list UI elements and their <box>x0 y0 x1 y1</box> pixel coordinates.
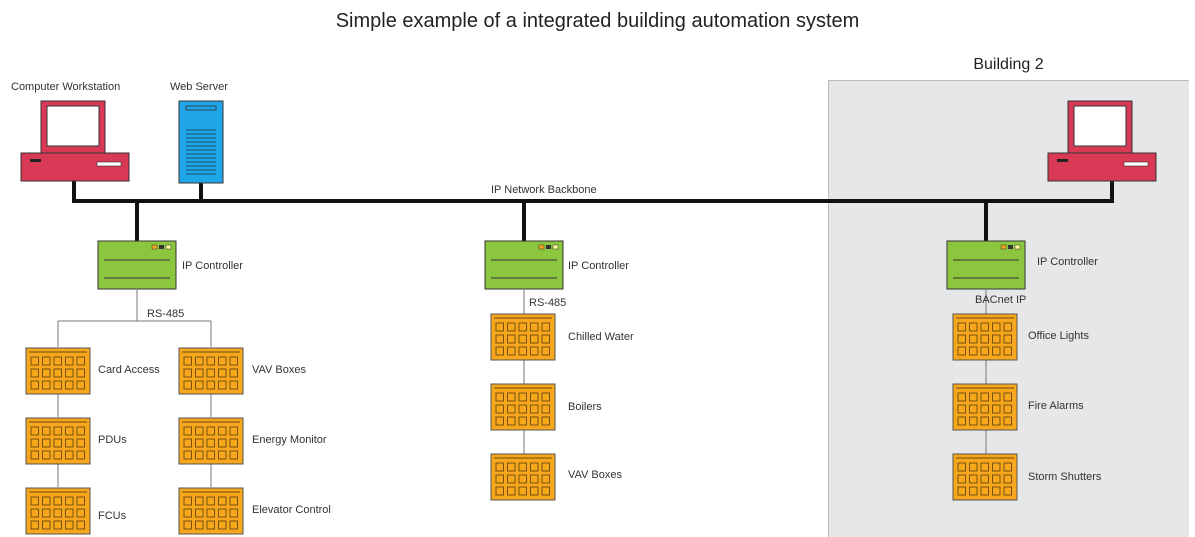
device-label-vav-boxes-1: VAV Boxes <box>252 364 307 376</box>
device-label-office-lights: Office Lights <box>1028 330 1089 342</box>
device-elevator-control-icon[interactable] <box>178 487 244 535</box>
device-label-pdus: PDUs <box>98 434 127 446</box>
device-label-card-access: Card Access <box>98 364 160 376</box>
device-label-fcus: FCUs <box>98 510 127 522</box>
web-server-icon[interactable] <box>178 100 224 184</box>
device-chilled-water-icon[interactable] <box>490 313 556 361</box>
backbone-label: IP Network Backbone <box>491 184 597 196</box>
building-2-title: Building 2 <box>973 56 1044 73</box>
ip-controller-1-icon[interactable] <box>97 240 177 290</box>
device-label-boilers: Boilers <box>568 401 602 413</box>
workstation-label: Computer Workstation <box>11 81 121 93</box>
device-fcus-icon[interactable] <box>25 487 91 535</box>
device-office-lights-icon[interactable] <box>952 313 1018 361</box>
bus-1-label: RS-485 <box>147 308 185 320</box>
device-storm-shutters-icon[interactable] <box>952 453 1018 501</box>
bus-2-label: RS-485 <box>529 297 567 309</box>
controller-1-label: IP Controller <box>182 260 243 272</box>
device-label-vav-boxes-2: VAV Boxes <box>568 469 623 481</box>
device-vav-boxes-1-icon[interactable] <box>178 347 244 395</box>
controller-3-label: IP Controller <box>1037 256 1098 268</box>
ip-controller-3-icon[interactable] <box>946 240 1026 290</box>
device-energy-monitor-icon[interactable] <box>178 417 244 465</box>
device-label-storm-shutters: Storm Shutters <box>1028 471 1102 483</box>
device-boilers-icon[interactable] <box>490 383 556 431</box>
bus-3-label: BACnet IP <box>975 294 1027 306</box>
device-vav-boxes-2-icon[interactable] <box>490 453 556 501</box>
device-label-fire-alarms: Fire Alarms <box>1028 400 1084 412</box>
device-label-elevator-control: Elevator Control <box>252 504 331 516</box>
device-label-energy-monitor: Energy Monitor <box>252 434 327 446</box>
device-label-chilled-water: Chilled Water <box>568 331 634 343</box>
ip-controller-2-icon[interactable] <box>484 240 564 290</box>
computer-workstation-icon[interactable] <box>20 100 130 182</box>
controller-2-label: IP Controller <box>568 260 629 272</box>
device-card-access-icon[interactable] <box>25 347 91 395</box>
web-server-label: Web Server <box>170 81 228 93</box>
device-fire-alarms-icon[interactable] <box>952 383 1018 431</box>
computer-workstation-2-icon[interactable] <box>1047 100 1157 182</box>
diagram-title: Simple example of a integrated building … <box>335 10 860 32</box>
device-pdus-icon[interactable] <box>25 417 91 465</box>
